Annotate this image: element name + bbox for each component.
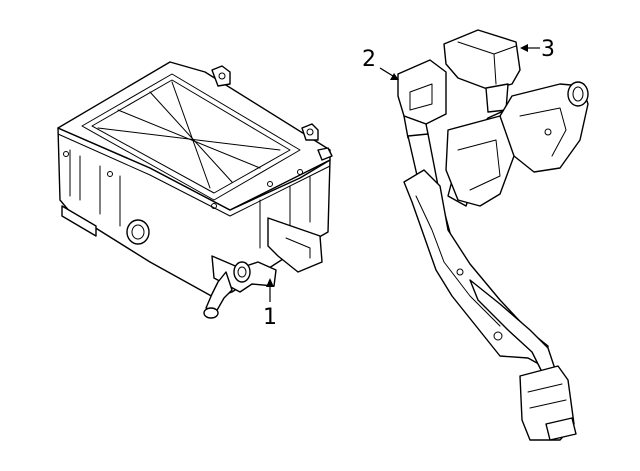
callout-label-2: 2 [362, 47, 376, 72]
wiring-harness-assembly [397, 29, 589, 441]
component-3 [443, 29, 521, 91]
connector-2 [397, 59, 447, 125]
callout-3: 3 [520, 37, 555, 62]
callout-label-3: 3 [541, 37, 555, 62]
control-module-assembly [57, 61, 333, 319]
callout-1: 1 [263, 278, 277, 330]
callout-label-1: 1 [263, 305, 277, 330]
callout-2: 2 [362, 47, 399, 80]
